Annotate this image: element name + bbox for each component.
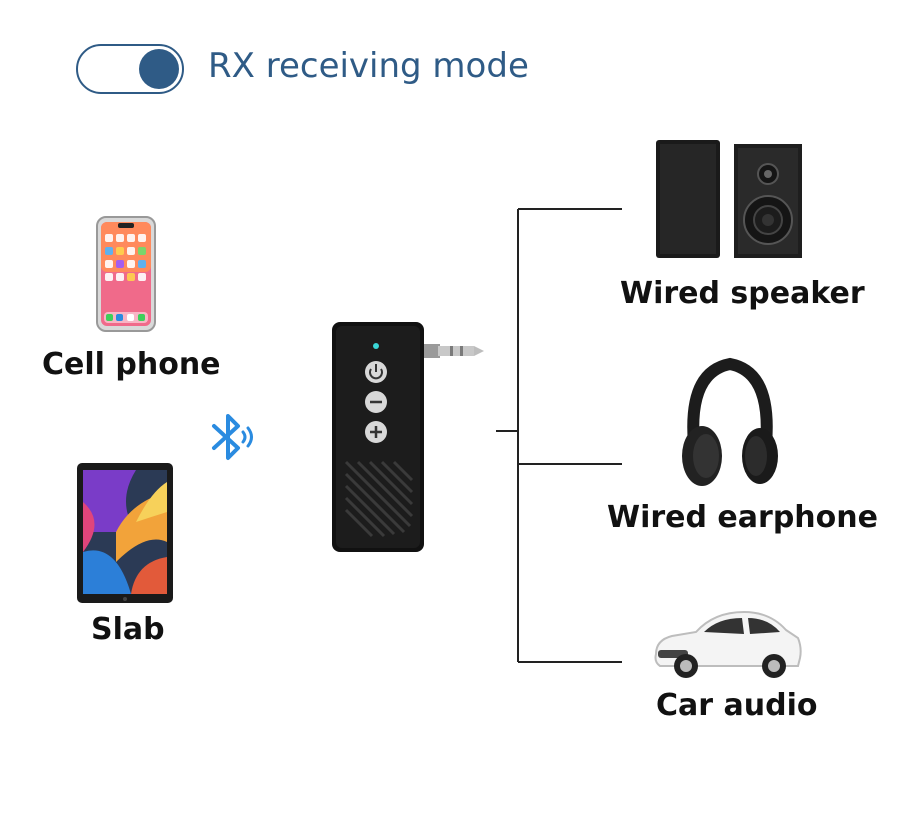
toggle-knob: [139, 49, 179, 89]
speaker-icon: [656, 140, 802, 258]
bluetooth-receiver-icon: [332, 322, 484, 552]
headphones-icon: [682, 357, 778, 486]
smartphone-icon: [96, 216, 156, 332]
output-label-wired-speaker: Wired speaker: [620, 276, 865, 311]
bluetooth-icon: [212, 414, 253, 460]
connector-lines: [496, 208, 622, 663]
car-icon: [654, 610, 802, 678]
tablet-icon: [77, 463, 173, 603]
mode-label: RX receiving mode: [208, 46, 529, 86]
mode-toggle[interactable]: [76, 44, 184, 94]
source-label-slab: Slab: [91, 612, 165, 647]
output-label-wired-earphone: Wired earphone: [607, 500, 878, 535]
source-label-cell-phone: Cell phone: [42, 347, 221, 382]
output-label-car-audio: Car audio: [656, 688, 818, 723]
